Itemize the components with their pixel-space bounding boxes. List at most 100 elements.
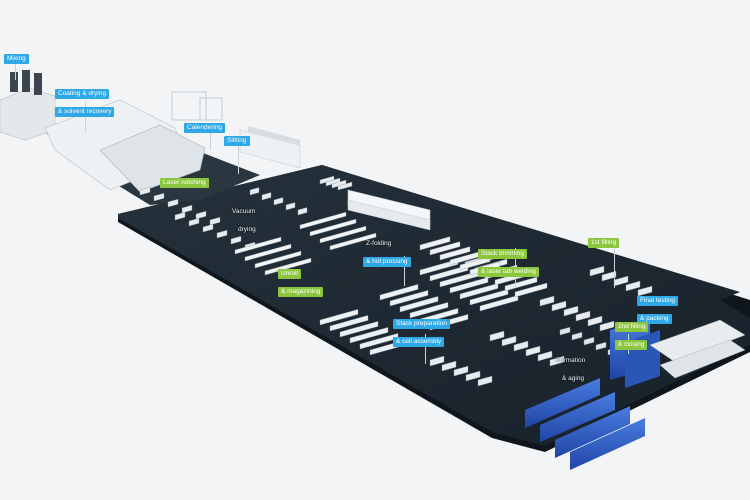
machine-unit: [514, 282, 548, 298]
machine-unit: [501, 335, 517, 347]
machine-unit: [216, 229, 228, 239]
final-testing-area: [649, 319, 746, 379]
machine-unit: [254, 250, 302, 269]
label-mixing: Mixing: [4, 54, 29, 64]
label-final-line1: Final testing: [637, 296, 679, 306]
machine-unit: [174, 211, 186, 221]
calendering-frame: [199, 97, 223, 121]
machine-unit: [202, 223, 214, 233]
machine-unit: [549, 355, 565, 367]
machine-unit: [587, 315, 603, 327]
machine-unit: [439, 246, 471, 261]
mixing-tower: [10, 72, 18, 92]
coating-line: [99, 124, 206, 193]
machine-unit: [539, 295, 555, 307]
leader-line: [425, 334, 426, 364]
floor-surface: [118, 165, 750, 446]
machine-unit: [230, 235, 242, 245]
machine-unit: [551, 300, 567, 312]
machine-unit: [273, 197, 284, 206]
label-stack-trim-line2: & laser tab welding: [478, 267, 539, 277]
label-stack-trimming: Stack trimming & laser tab welding: [478, 242, 539, 278]
machine-unit: [537, 350, 553, 362]
label-stack-prep-line1: Stack preparation: [393, 319, 450, 329]
machine-unit: [504, 276, 538, 292]
leader-line: [238, 144, 239, 174]
machine-unit: [449, 277, 489, 294]
mixing-tower: [22, 70, 30, 92]
machine-unit: [525, 345, 541, 357]
machine-unit: [195, 210, 207, 220]
label-coating-drying: Coating & drying & solvent recovery: [55, 82, 115, 118]
machine-unit: [453, 365, 469, 377]
label-unroll-line1: Unroll: [278, 269, 301, 279]
machine-unit: [349, 327, 389, 344]
machine-unit: [583, 336, 595, 346]
label-vacuum-drying: Vacuum drying: [229, 200, 259, 236]
machine-unit: [299, 211, 347, 230]
machine-unit: [389, 290, 429, 307]
label-second-filling-line2: & closing: [615, 340, 648, 350]
machine-unit: [264, 257, 312, 276]
machine-unit: [153, 192, 165, 202]
machine-unit: [419, 259, 459, 276]
machine-unit: [575, 310, 591, 322]
machine-unit: [625, 280, 641, 292]
machine-unit: [399, 296, 439, 313]
machine-unit: [234, 236, 282, 255]
label-zfolding: Z-folding & hot pressing: [363, 232, 411, 268]
machine-unit: [309, 218, 357, 237]
machine-unit: [409, 302, 449, 319]
machine-unit: [297, 207, 308, 216]
machine-unit: [329, 232, 377, 251]
machine-unit: [319, 225, 367, 244]
machine-unit: [441, 360, 457, 372]
label-stack-trim-line1: Stack trimming: [478, 249, 527, 259]
label-laser-notching: Laser notching: [160, 178, 209, 188]
label-zfold-line1: Z-folding: [366, 240, 392, 247]
machine-unit: [167, 198, 179, 208]
label-formation: Formation & aging: [553, 349, 588, 385]
machine-unit: [429, 265, 469, 282]
machine-unit: [479, 295, 519, 312]
label-first-filling: 1st filling: [588, 238, 620, 248]
leader-line: [404, 256, 405, 286]
label-zfold-line2: & hot pressing: [363, 257, 411, 267]
machine-unit: [337, 181, 353, 191]
machine-unit: [209, 216, 221, 226]
machine-unit: [601, 270, 617, 282]
machine-unit: [285, 202, 296, 211]
label-coating-line1: Coating & drying: [55, 89, 110, 99]
machine-unit: [513, 340, 529, 352]
machine-unit: [319, 309, 359, 326]
machine-unit: [589, 265, 605, 277]
machine-unit: [249, 187, 260, 196]
machine-unit: [419, 236, 451, 251]
leader-line: [85, 102, 86, 132]
label-stack-prep-line2: & cell assembly: [393, 337, 445, 347]
machine-unit: [429, 241, 461, 256]
label-second-filling: 2nd filling & closing: [615, 315, 649, 351]
machine-unit: [329, 315, 369, 332]
machine-unit: [261, 192, 272, 201]
machine-unit: [465, 370, 481, 382]
equipment-rows: [139, 175, 653, 387]
label-calendering: Calendering: [184, 123, 226, 133]
label-slitting: Slitting: [224, 136, 250, 146]
label-formation-line2: & aging: [562, 375, 585, 382]
label-formation-line1: Formation: [556, 357, 586, 364]
label-unroll: Unroll & magazining: [278, 262, 324, 298]
label-second-filling-line1: 2nd filling: [615, 322, 649, 332]
machine-unit: [563, 305, 579, 317]
machine-unit: [469, 289, 509, 306]
slitting-racks: [239, 126, 301, 169]
calendering-frame: [171, 91, 207, 121]
machine-unit: [637, 285, 653, 297]
machine-unit: [559, 326, 571, 336]
machine-unit: [571, 331, 583, 341]
mixing-coating-area: [0, 70, 223, 193]
zfolding-racks: [347, 189, 431, 231]
machine-unit: [595, 341, 607, 351]
machine-unit: [139, 186, 151, 196]
